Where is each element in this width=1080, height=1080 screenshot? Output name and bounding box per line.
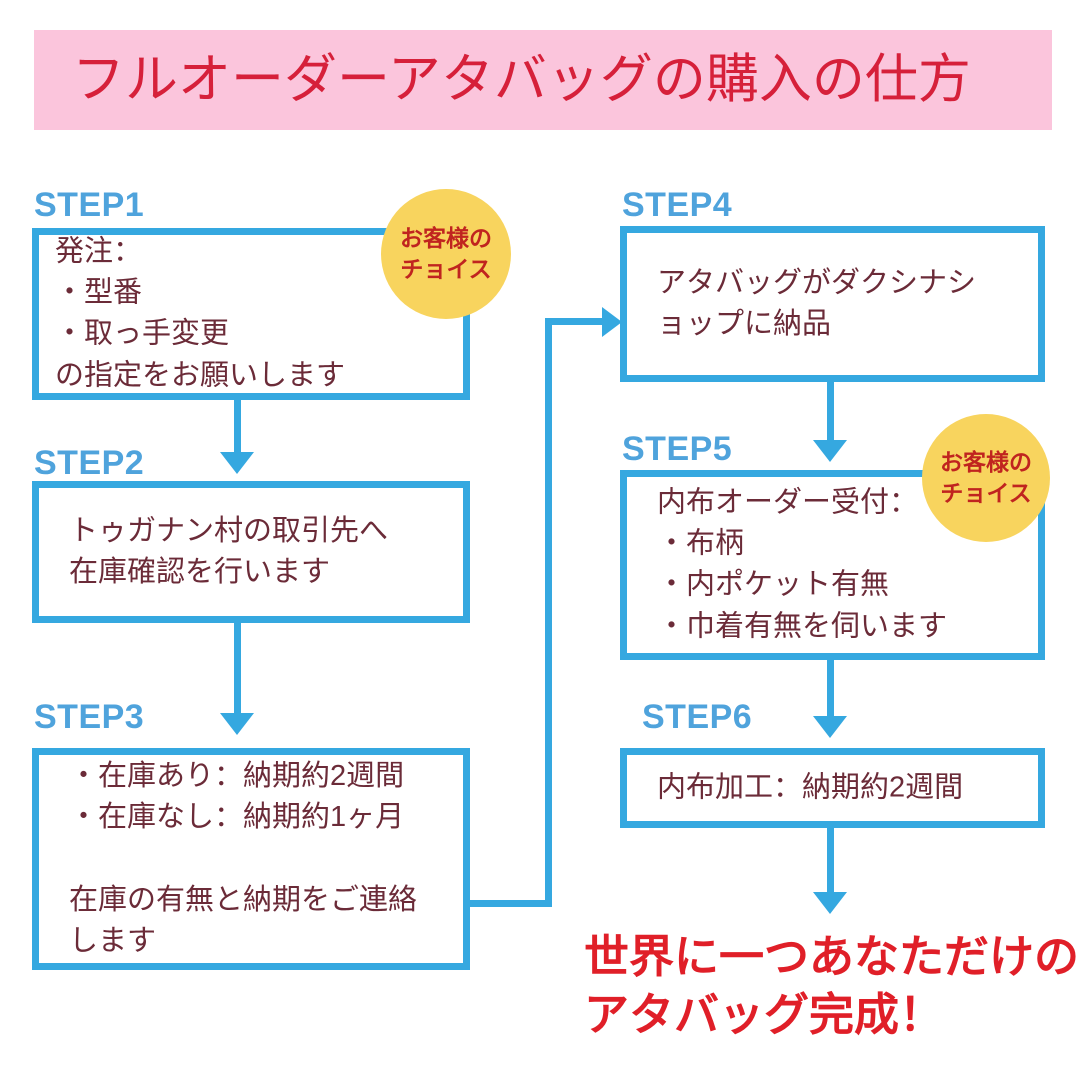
final-message: 世界に一つあなただけの アタバッグ完成！ bbox=[584, 931, 1080, 1040]
arrowhead-step4-step5 bbox=[813, 440, 847, 462]
badge-line-2: チョイス bbox=[400, 256, 492, 282]
customer-choice-badge-step5: お客様の チョイス bbox=[922, 414, 1050, 542]
badge-line-1: お客様の bbox=[400, 224, 492, 251]
step-body-step1: 発注： ・型番 ・取っ手変更 の指定をお願いします bbox=[55, 235, 346, 392]
arrowhead-step1-step2 bbox=[220, 452, 254, 474]
arrowhead-step5-step6 bbox=[813, 716, 847, 738]
step-body-step4: アタバッグがダクシナシ ョップに納品 bbox=[657, 266, 977, 340]
connector-step5-step6 bbox=[827, 660, 834, 726]
step-label-step6: STEP6 bbox=[642, 698, 753, 736]
step-body-step5: 内布オーダー受付： ・布柄 ・内ポケット有無 ・巾着有無を伺います bbox=[657, 486, 948, 643]
arrowhead-step3-step4 bbox=[602, 307, 622, 337]
step-label-step4: STEP4 bbox=[622, 186, 733, 224]
step-label-step1: STEP1 bbox=[34, 186, 145, 224]
title-banner: フルオーダーアタバッグの購入の仕方 bbox=[34, 30, 1052, 130]
step-label-step2: STEP2 bbox=[34, 444, 145, 482]
step-box-step2: トゥガナン村の取引先へ 在庫確認を行います bbox=[32, 481, 470, 623]
connector-step4-step5 bbox=[827, 382, 834, 444]
step-body-step3: ・在庫あり：納期約2週間 ・在庫なし：納期約1ヶ月 在庫の有無と納期をご連絡 し… bbox=[69, 760, 418, 957]
connector-step2-step3 bbox=[234, 623, 241, 723]
customer-choice-badge-step1: お客様の チョイス bbox=[381, 189, 511, 319]
step-label-step3: STEP3 bbox=[34, 698, 145, 736]
step-body-step2: トゥガナン村の取引先へ 在庫確認を行います bbox=[69, 514, 389, 588]
step-box-step4: アタバッグがダクシナシ ョップに納品 bbox=[620, 226, 1045, 382]
arrowhead-step6-final bbox=[813, 892, 847, 914]
connector-step3-step4-horizontal-lower bbox=[470, 900, 552, 907]
connector-step1-step2 bbox=[234, 400, 241, 462]
step-box-step6: 内布加工：納期約2週間 bbox=[620, 748, 1045, 828]
step-body-step6: 内布加工：納期約2週間 bbox=[657, 771, 964, 804]
badge-line-2: チョイス bbox=[940, 480, 1032, 506]
page-title: フルオーダーアタバッグの購入の仕方 bbox=[72, 49, 971, 109]
badge-line-1: お客様の bbox=[940, 448, 1032, 475]
connector-step6-final bbox=[827, 828, 834, 900]
step-box-step3: ・在庫あり：納期約2週間 ・在庫なし：納期約1ヶ月 在庫の有無と納期をご連絡 し… bbox=[32, 748, 470, 970]
connector-step3-step4-vertical bbox=[545, 318, 552, 907]
step-label-step5: STEP5 bbox=[622, 430, 733, 468]
connector-step3-step4-horizontal-upper bbox=[545, 318, 607, 325]
arrowhead-step2-step3 bbox=[220, 713, 254, 735]
